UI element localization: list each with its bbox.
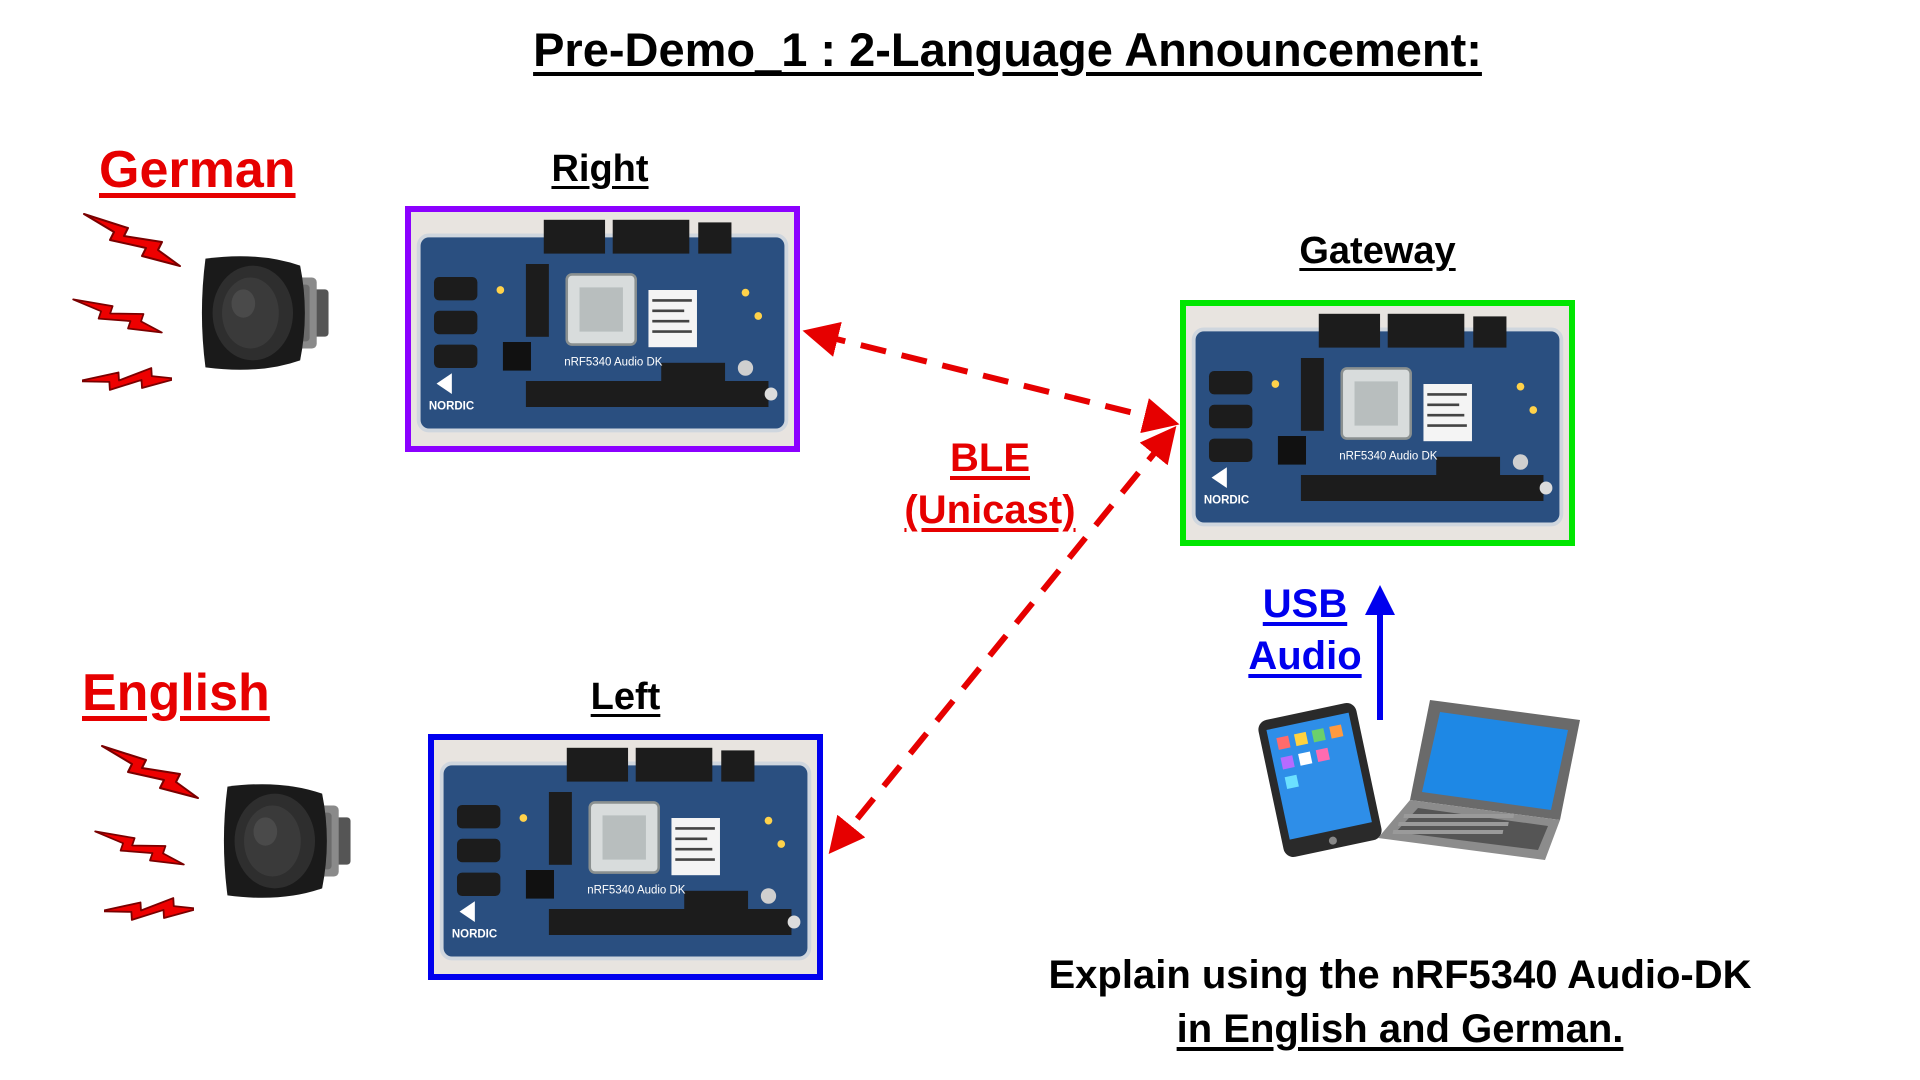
laptop-icon bbox=[1378, 700, 1580, 860]
ble-label-line2: (Unicast) bbox=[904, 488, 1076, 532]
ble-label: BLE (Unicast) bbox=[880, 432, 1100, 536]
usb-label-line2: Audio bbox=[1248, 634, 1362, 678]
board-left bbox=[428, 734, 823, 980]
footer-line1: Explain using the nRF5340 Audio-DK bbox=[1048, 953, 1752, 997]
tablet-icon bbox=[1258, 702, 1382, 858]
language-label-german: German bbox=[99, 141, 296, 199]
ble-link-right bbox=[802, 321, 1180, 434]
footer-text: Explain using the nRF5340 Audio-DK in En… bbox=[960, 948, 1840, 1056]
board-label-left: Left bbox=[590, 676, 661, 718]
board-label-right: Right bbox=[551, 148, 649, 190]
usb-label-line1: USB bbox=[1262, 582, 1348, 626]
board-right bbox=[405, 206, 800, 452]
board-label-gateway: Gateway bbox=[1299, 230, 1456, 272]
ble-link-left bbox=[828, 426, 1177, 854]
board-gateway bbox=[1180, 300, 1575, 546]
usb-audio-label: USB Audio bbox=[1235, 578, 1375, 682]
footer-line2: in English and German. bbox=[1176, 1007, 1624, 1051]
language-label-english: English bbox=[82, 664, 270, 722]
ble-label-line1: BLE bbox=[950, 436, 1030, 480]
page-title: Pre-Demo_1 : 2-Language Announcement: bbox=[533, 23, 1482, 76]
